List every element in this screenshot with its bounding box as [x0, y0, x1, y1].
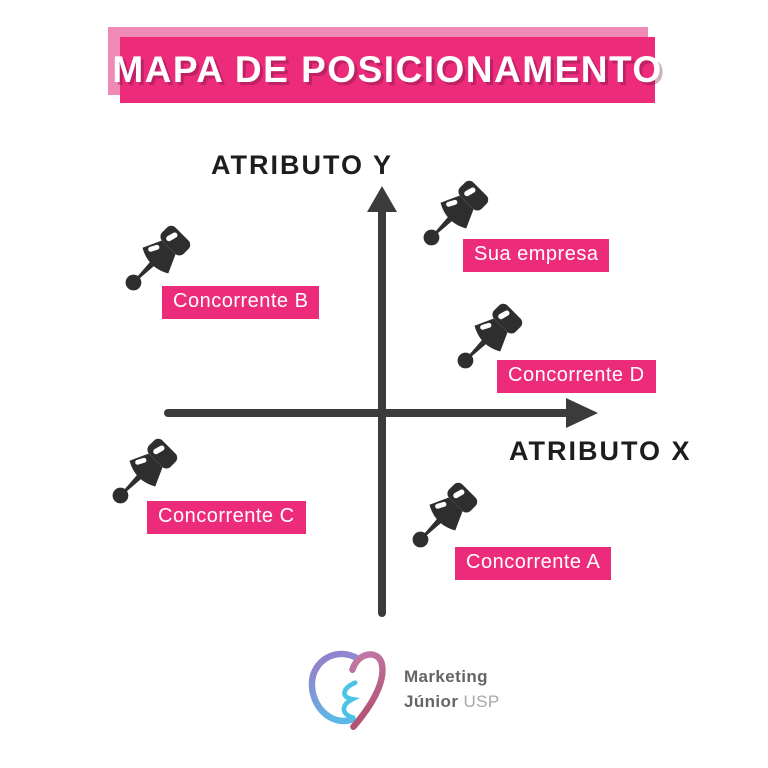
- logo-line1: Marketing: [404, 667, 488, 687]
- heart-ribbon-logo-icon: [308, 650, 386, 731]
- x-axis-arrowhead: [566, 398, 598, 428]
- label-concorrente-c: Concorrente C: [147, 501, 306, 534]
- logo-line2: Júnior USP: [404, 692, 500, 711]
- label-concorrente-d: Concorrente D: [497, 360, 656, 393]
- title-banner: MAPA DE POSICIONAMENTO: [112, 37, 661, 103]
- page-title: MAPA DE POSICIONAMENTO: [112, 49, 663, 90]
- logo-usp: USP: [463, 692, 500, 711]
- y-axis-label: ATRIBUTO Y: [211, 150, 394, 180]
- label-concorrente-a: Concorrente A: [455, 547, 612, 580]
- logo-text: Marketing Júnior USP: [404, 665, 500, 714]
- label-sua-empresa: Sua empresa: [463, 239, 610, 272]
- x-axis-label: ATRIBUTO X: [509, 436, 692, 466]
- y-axis-arrowhead: [367, 186, 397, 212]
- marketing-junior-usp-logo: Marketing Júnior USP: [298, 644, 500, 736]
- label-concorrente-b: Concorrente B: [162, 286, 320, 319]
